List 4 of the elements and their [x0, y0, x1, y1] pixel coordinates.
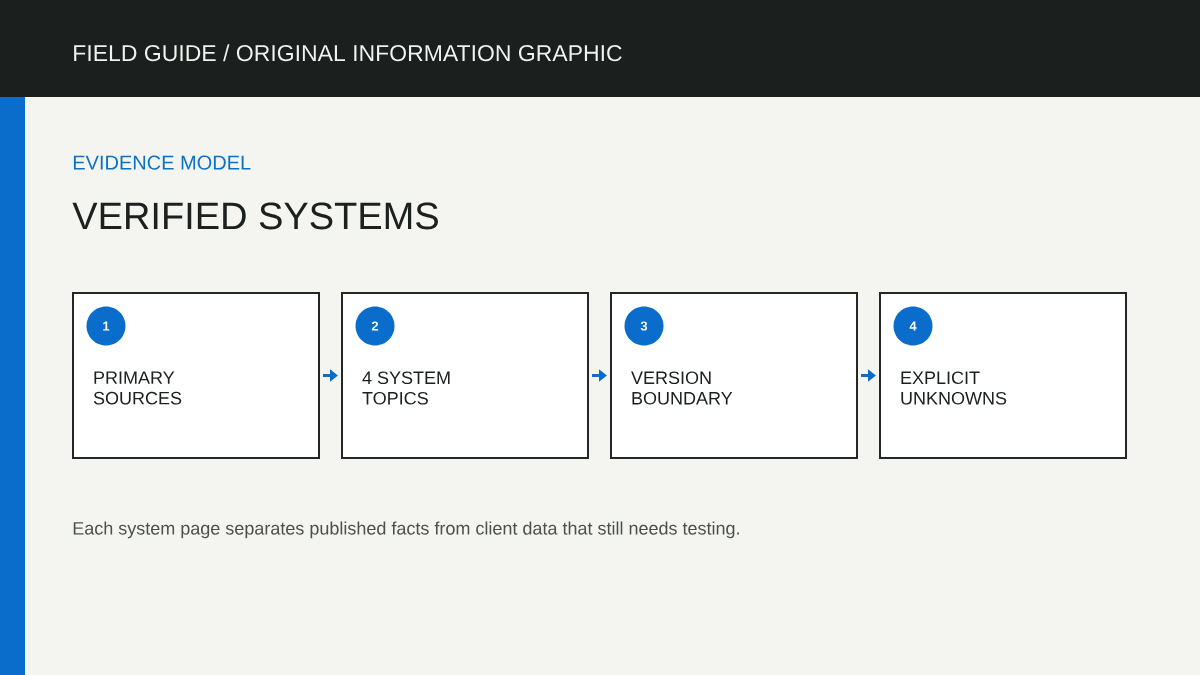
header-bar: FIELD GUIDE / ORIGINAL INFORMATION GRAPHIC: [0, 0, 1200, 97]
title: VERIFIED SYSTEMS: [72, 202, 438, 230]
caption: Each system page separates published facts from client data that still needs testing.: [73, 521, 739, 539]
section-label: EVIDENCE MODEL: [73, 155, 251, 170]
